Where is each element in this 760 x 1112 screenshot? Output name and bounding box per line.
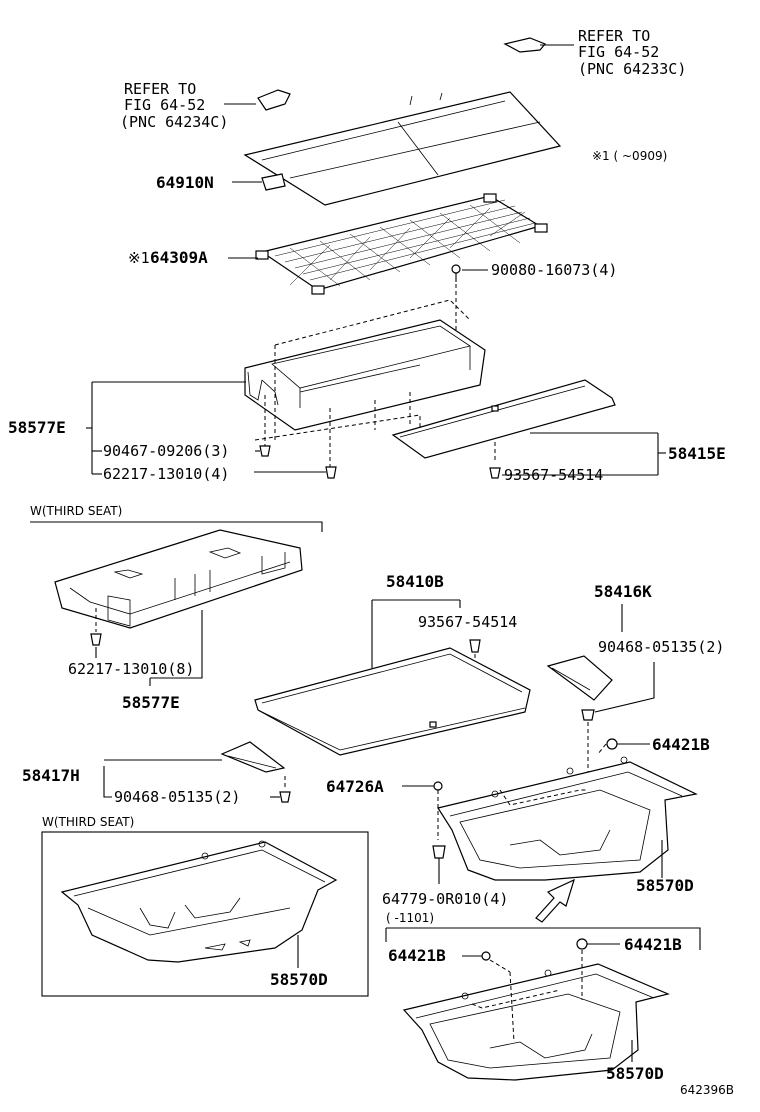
- part-64309a-label: 64309A: [150, 248, 208, 267]
- ref-line3: (PNC 64233C): [578, 60, 686, 78]
- part-58410b-label: 58410B: [386, 572, 444, 591]
- ref-line1: REFER TO: [124, 80, 196, 98]
- deck-board-58410b-part: [254, 647, 531, 756]
- grommet-64421b-b-part: [481, 951, 511, 973]
- side-cover-58416k-part: [546, 655, 613, 701]
- clip-93567-part: [489, 440, 501, 479]
- cover-bracket-part: [257, 89, 291, 111]
- part-93567-a-label: 93567-54514: [504, 466, 603, 484]
- deck-tray-third-seat-part: [54, 529, 303, 629]
- part-58416k-label: 58416K: [594, 582, 652, 601]
- part-90468-a-label: 90468-05135(2): [598, 638, 724, 656]
- clip-64726a-part: [433, 781, 443, 840]
- cover-hook-part: [503, 37, 546, 53]
- storage-tub-third-seat-part: [60, 840, 338, 963]
- part-90468-b-label: 90468-05135(2): [114, 788, 240, 806]
- ref-64233c-group: REFER TO FIG 64-52 (PNC 64233C): [503, 27, 686, 78]
- clip-64779-part: [432, 845, 446, 884]
- direction-arrow-icon: [535, 878, 575, 923]
- grommet-64421b-a-part: [597, 738, 618, 755]
- part-62217-8-label: 62217-13010(8): [68, 660, 194, 678]
- part-58415e-label: 58415E: [668, 444, 726, 463]
- deck-board-panel-part: [391, 379, 616, 459]
- storage-tub-58570d-part: [437, 756, 698, 881]
- part-58570d-c-label: 58570D: [606, 1064, 664, 1083]
- ref-line2: FIG 64-52: [124, 96, 205, 114]
- note-1: ※1 ( ~0909): [592, 149, 667, 163]
- ref-line1: REFER TO: [578, 27, 650, 45]
- part-64309a-mark: ※1: [128, 249, 150, 267]
- clip-62217-part: [325, 466, 337, 479]
- part-64421b-a-label: 64421B: [652, 735, 710, 754]
- part-64910n-label: 64910N: [156, 173, 214, 192]
- screw-90080-part: [451, 264, 461, 330]
- part-58570d-b-label: 58570D: [270, 970, 328, 989]
- clip-90467-part: [259, 445, 271, 457]
- clip-62217-8-part: [90, 608, 102, 646]
- range-note-1101: ( -1101): [386, 911, 434, 925]
- figure-id: 642396B: [680, 1083, 734, 1097]
- part-58417h-label: 58417H: [22, 766, 80, 785]
- tonneau-cover-part: [243, 91, 562, 206]
- part-93567-b-label: 93567-54514: [418, 613, 517, 631]
- part-58577e-b-label: 58577E: [122, 693, 180, 712]
- third-seat-note-2: W(THIRD SEAT): [42, 815, 134, 829]
- clip-90468-b-part: [279, 776, 291, 803]
- third-seat-note-1: W(THIRD SEAT): [30, 504, 122, 518]
- part-58570d-a-label: 58570D: [636, 876, 694, 895]
- luggage-net-part: [255, 193, 548, 295]
- part-64421b-c-label: 64421B: [624, 935, 682, 954]
- ref-line2: FIG 64-52: [578, 43, 659, 61]
- ref-line3: (PNC 64234C): [120, 113, 228, 131]
- part-64726a-label: 64726A: [326, 777, 384, 796]
- storage-tub-58570d-c-part: [402, 950, 670, 1081]
- ref-64234c-group: REFER TO FIG 64-52 (PNC 64234C): [120, 80, 291, 131]
- part-62217-4-label: 62217-13010(4): [103, 465, 229, 483]
- part-64779-label: 64779-0R010(4): [382, 890, 508, 908]
- part-64421b-b-label: 64421B: [388, 946, 446, 965]
- deck-tray-upper-part: [244, 319, 486, 431]
- part-58577e-a-label: 58577E: [8, 418, 66, 437]
- grommet-64421b-c-part: [576, 938, 588, 950]
- part-90467-label: 90467-09206(3): [103, 442, 229, 460]
- part-90080-label: 90080-16073(4): [491, 261, 617, 279]
- side-cover-58417h-part: [220, 741, 286, 773]
- third-seat-box: [41, 831, 369, 997]
